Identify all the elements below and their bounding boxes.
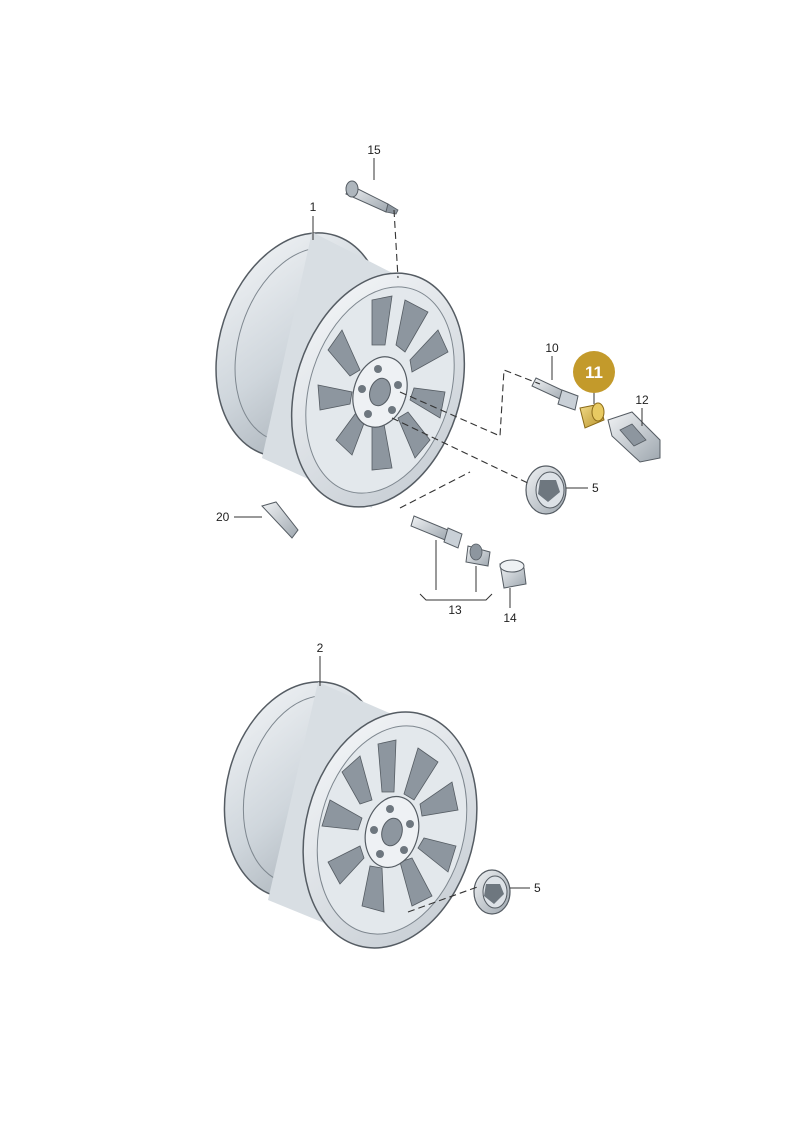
highlighted-part-sleeve xyxy=(579,402,605,429)
bolt-cap xyxy=(499,559,527,589)
dashed-assembly-lines xyxy=(391,209,541,913)
valve-stem xyxy=(345,180,399,215)
callout-5-bottom: 5 xyxy=(534,881,541,895)
callout-5-top: 5 xyxy=(592,481,599,495)
callout-15: 15 xyxy=(367,143,381,157)
hub-cap-2 xyxy=(473,869,511,915)
locking-bolt-set xyxy=(410,515,491,567)
callout-11-highlight[interactable]: 11 xyxy=(573,351,615,393)
callout-12: 12 xyxy=(635,393,649,407)
wheel-clip xyxy=(261,501,299,539)
callout-1: 1 xyxy=(310,200,317,214)
leader-lines xyxy=(234,158,643,889)
callout-11: 11 xyxy=(585,363,603,382)
hub-cap-1 xyxy=(525,465,567,515)
callout-13: 13 xyxy=(448,603,462,617)
wheel-rim-2 xyxy=(223,681,478,949)
callout-10: 10 xyxy=(545,341,559,355)
wheel-bolt xyxy=(531,377,579,411)
callout-2: 2 xyxy=(317,641,324,655)
removal-tool xyxy=(607,411,661,463)
wheel-rim-1 xyxy=(215,232,466,508)
callout-14: 14 xyxy=(503,611,517,625)
callout-20: 20 xyxy=(216,510,230,524)
